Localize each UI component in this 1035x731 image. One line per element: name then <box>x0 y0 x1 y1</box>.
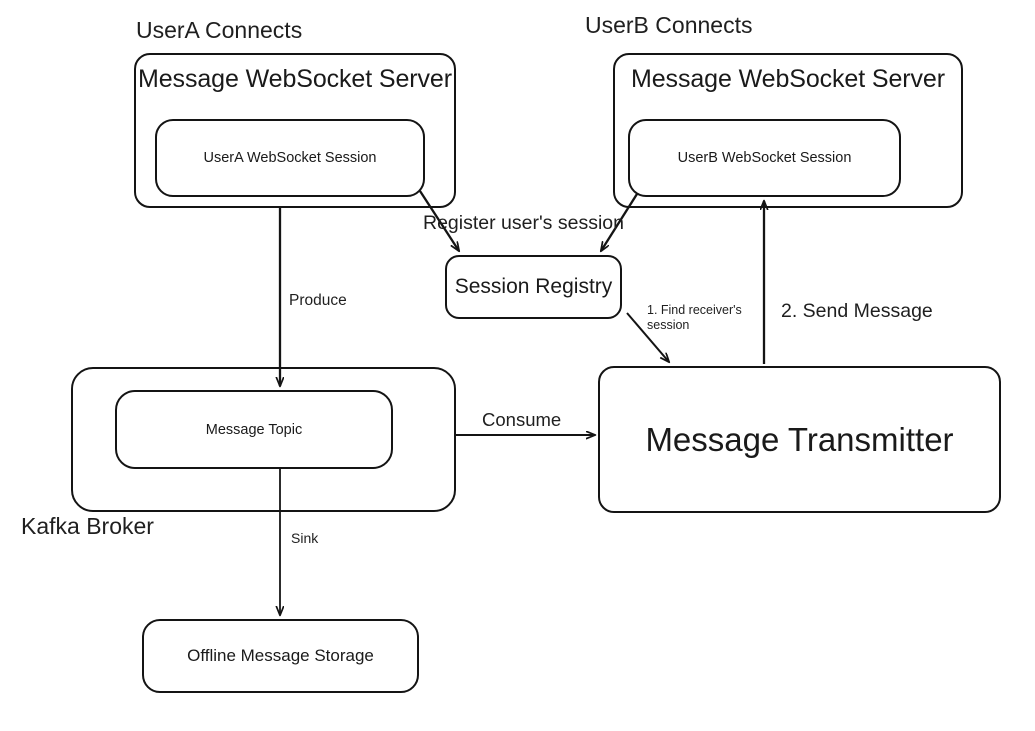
offline-storage-label: Offline Message Storage <box>187 646 374 665</box>
edge-userb-session-to-registry <box>601 193 638 251</box>
register-session-edge-label: Register user's session <box>423 212 624 234</box>
kafka-broker-label: Kafka Broker <box>21 513 154 539</box>
message-topic-label: Message Topic <box>205 421 303 438</box>
consume-edge-label: Consume <box>482 409 562 430</box>
server-b-title: Message WebSocket Server <box>631 65 945 93</box>
server-a-title: Message WebSocket Server <box>138 65 452 93</box>
kafka-broker-node[interactable] <box>71 367 456 512</box>
usera-connects-label: UserA Connects <box>136 17 303 43</box>
usera-websocket-session[interactable]: UserA WebSocket Session <box>155 119 425 197</box>
message-websocket-server-a[interactable]: Message WebSocket Server <box>134 53 456 208</box>
offline-message-storage-node[interactable]: Offline Message Storage <box>142 619 419 693</box>
find-receiver-session-edge-label: 1. Find receiver's session <box>647 303 742 332</box>
message-transmitter-label: Message Transmitter <box>645 420 954 458</box>
produce-edge-label: Produce <box>289 292 347 309</box>
sink-edge-label: Sink <box>291 530 319 546</box>
send-message-edge-label: 2. Send Message <box>781 300 933 322</box>
userb-websocket-session[interactable]: UserB WebSocket Session <box>628 119 901 197</box>
userb-session-label: UserB WebSocket Session <box>677 150 852 166</box>
edge-usera-session-to-registry <box>419 190 459 251</box>
session-registry-label: Session Registry <box>454 275 613 298</box>
session-registry-node[interactable]: Session Registry <box>445 255 622 319</box>
userb-connects-label: UserB Connects <box>585 12 753 38</box>
message-websocket-server-b[interactable]: Message WebSocket Server <box>613 53 963 208</box>
edge-find-receiver-session <box>626 312 669 362</box>
message-transmitter-node[interactable]: Message Transmitter <box>598 366 1001 513</box>
message-topic-node[interactable]: Message Topic <box>115 390 393 469</box>
usera-session-label: UserA WebSocket Session <box>203 150 377 166</box>
